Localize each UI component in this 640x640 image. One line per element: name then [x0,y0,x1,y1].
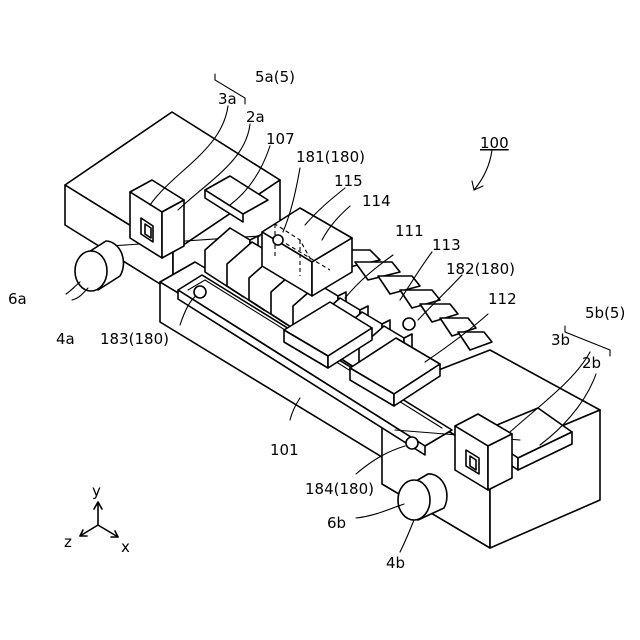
axis-label-y: y [92,482,101,500]
label-101: 101 [270,441,299,459]
label-112: 112 [488,290,517,308]
label-5a5: 5a(5) [255,68,295,86]
label-184: 184(180) [305,480,374,498]
label-100: 100 [480,134,509,152]
axes-indicator [80,502,118,537]
label-6b: 6b [327,514,346,532]
label-5b5: 5b(5) [585,304,625,322]
label-4b: 4b [386,554,405,572]
label-115: 115 [334,172,363,190]
label-111: 111 [395,222,424,240]
arrow-100 [472,150,492,190]
label-6a: 6a [8,290,27,308]
label-114: 114 [362,192,391,210]
hole-182 [403,318,415,330]
label-3b: 3b [551,331,570,349]
hole-181 [273,235,283,245]
label-2b: 2b [582,354,601,372]
axis-label-x: x [121,538,130,556]
hole-184 [406,437,418,449]
label-182: 182(180) [446,260,515,278]
label-107: 107 [266,130,295,148]
label-2a: 2a [246,108,265,126]
label-181: 181(180) [296,148,365,166]
label-113: 113 [432,236,461,254]
cylinder-4a [75,241,123,291]
axis-label-z: z [64,533,72,551]
label-183: 183(180) [100,330,169,348]
label-4a: 4a [56,330,75,348]
label-3a: 3a [218,90,237,108]
bracket-5b [565,326,610,356]
